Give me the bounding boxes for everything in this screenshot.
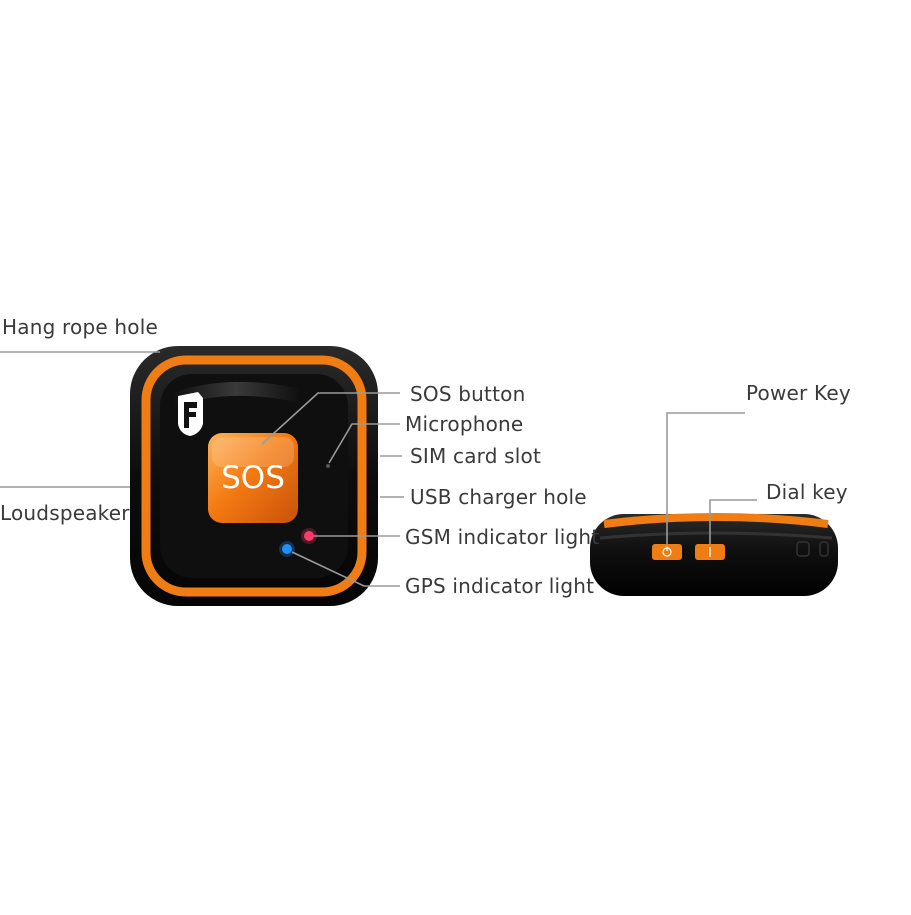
leader-power-key	[666, 412, 745, 544]
side-port	[796, 541, 810, 557]
device-front: SOS	[130, 346, 378, 606]
orange-ring	[141, 355, 367, 597]
leader-gps-indicator	[291, 551, 400, 587]
label-gsm-indicator-light: GSM indicator light	[405, 525, 600, 549]
label-sos-button: SOS button	[410, 382, 526, 406]
label-power-key: Power Key	[746, 381, 851, 405]
leader-lines	[0, 351, 757, 587]
leader-microphone	[328, 423, 400, 464]
shield-r-logo-icon	[178, 392, 203, 436]
power-icon	[662, 546, 672, 557]
leader-sos-button	[261, 392, 400, 445]
label-usb-charger-hole: USB charger hole	[410, 485, 587, 509]
label-microphone: Microphone	[405, 412, 524, 436]
label-dial-key: Dial key	[766, 480, 848, 504]
label-loudspeaker: Loudspeaker	[0, 501, 130, 525]
label-sim-card-slot: SIM card slot	[410, 444, 542, 468]
sos-button[interactable]: SOS	[208, 433, 298, 523]
sos-button-text: SOS	[221, 460, 285, 496]
leader-dial-key	[709, 499, 757, 544]
gps-indicator-light	[282, 544, 292, 554]
label-hang-rope-hole: Hang rope hole	[2, 315, 158, 339]
dial-key[interactable]	[695, 544, 725, 560]
label-gps-indicator-light: GPS indicator light	[405, 574, 595, 598]
side-orange-stripe	[603, 513, 829, 528]
gsm-indicator-light	[304, 531, 314, 541]
device-side	[590, 513, 838, 596]
power-key[interactable]	[652, 544, 682, 560]
microphone-hole	[326, 464, 330, 468]
